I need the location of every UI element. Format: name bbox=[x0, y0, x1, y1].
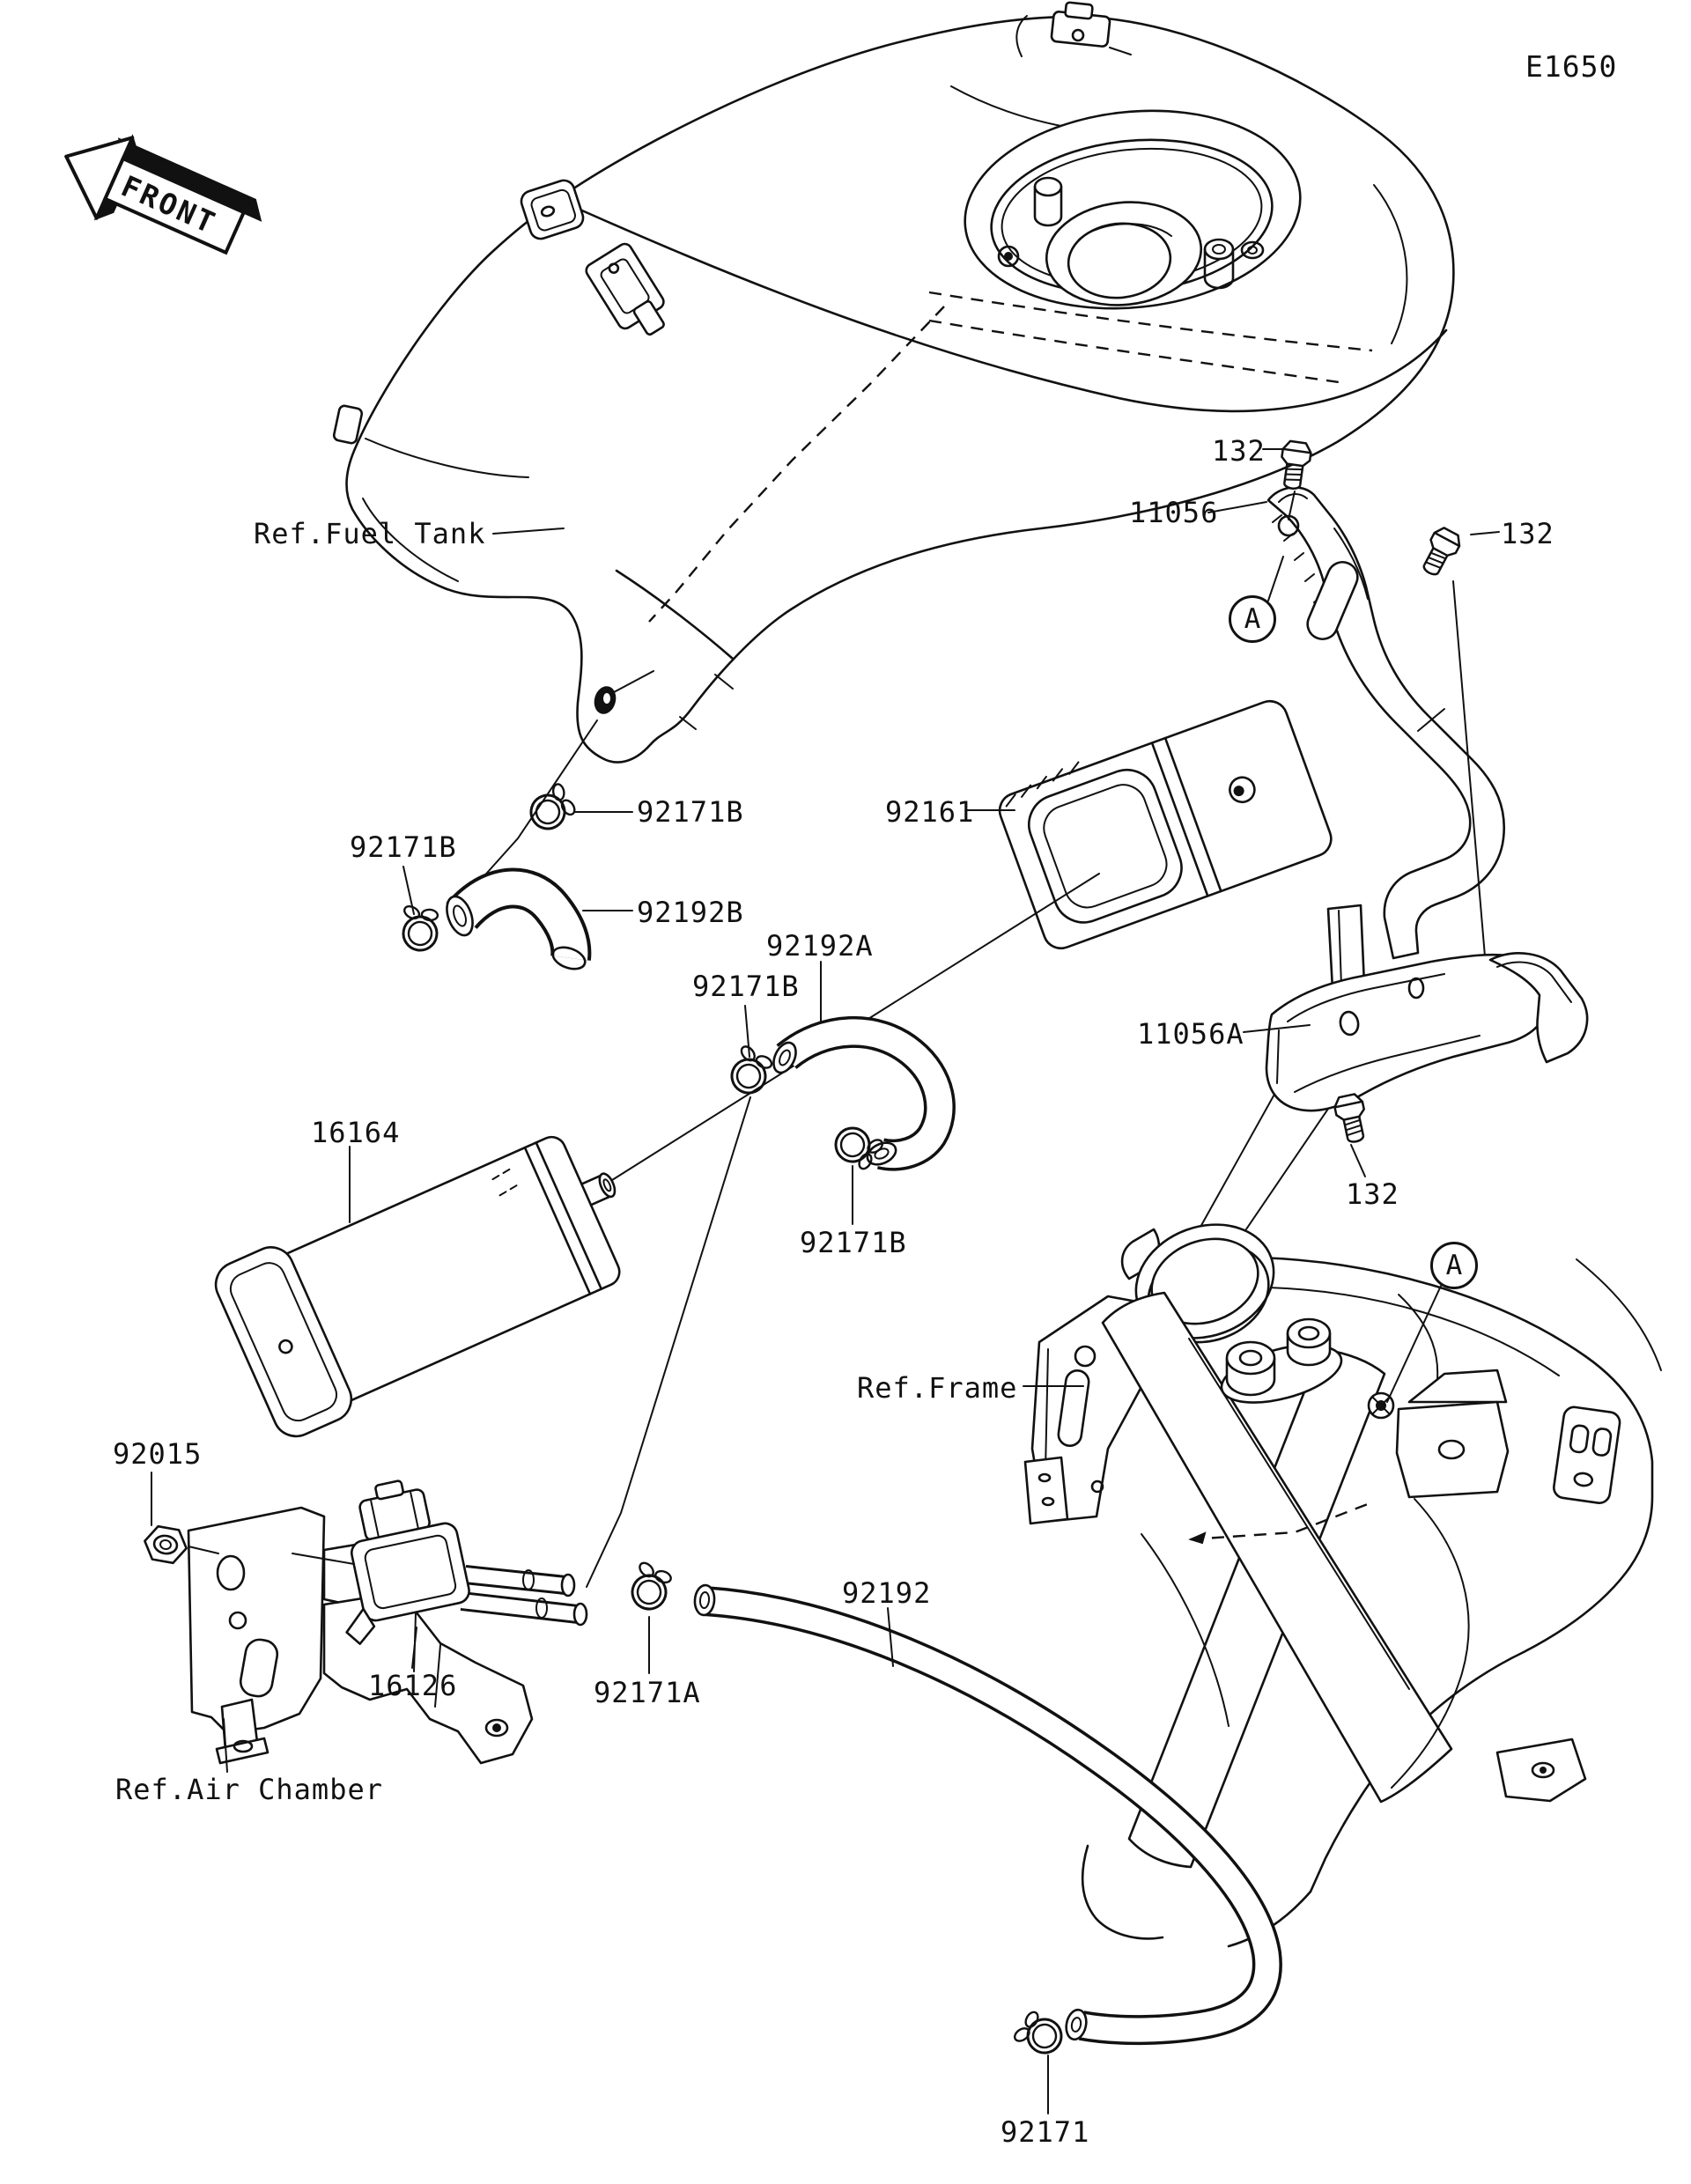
bracket-11056-art bbox=[1266, 486, 1505, 960]
detail-marker-a-2: A bbox=[1430, 1242, 1478, 1289]
ref-label-air-chamber: Ref.Air Chamber bbox=[115, 1773, 383, 1806]
part-callout-11056a: 11056A bbox=[1137, 1017, 1244, 1051]
part-callout-132-1: 132 bbox=[1212, 434, 1266, 468]
leader-bolt-top bbox=[1288, 491, 1296, 520]
fuel-tank-art bbox=[332, 1, 1455, 764]
clamp-92171b-2-art bbox=[387, 890, 454, 958]
part-callout-92171b-1: 92171B bbox=[637, 795, 744, 829]
tank-left-bracket-art bbox=[332, 179, 665, 445]
canister-16164-art bbox=[214, 1135, 621, 1438]
hose-92192a-art bbox=[772, 1015, 956, 1171]
assoc-line-outlet bbox=[479, 719, 598, 882]
clamp-92171b-1-art bbox=[526, 776, 585, 837]
part-callout-132-2: 132 bbox=[1501, 517, 1554, 550]
drawing-code: E1650 bbox=[1525, 49, 1618, 84]
part-callout-92171a: 92171A bbox=[594, 1676, 701, 1709]
clamp-92171a-art bbox=[621, 1552, 683, 1615]
bolt-132-right-art bbox=[1415, 523, 1465, 581]
part-callout-132-3: 132 bbox=[1346, 1177, 1399, 1211]
guard-11056a-art bbox=[1178, 904, 1589, 1288]
part-callout-92161: 92161 bbox=[885, 795, 975, 829]
front-arrow: FRONT bbox=[64, 134, 262, 255]
part-callout-92171b-4: 92171B bbox=[800, 1226, 907, 1259]
clamp-92171b-3-art bbox=[722, 1037, 782, 1098]
assoc-line-hose-valve bbox=[586, 1096, 751, 1588]
part-callout-92192a: 92192A bbox=[766, 929, 874, 963]
hose-92192-art bbox=[693, 1583, 1282, 2046]
clamp-92171-art bbox=[1007, 2003, 1066, 2060]
elbow-92192b-art bbox=[446, 867, 592, 970]
ref-label-fuel-tank: Ref.Fuel Tank bbox=[254, 517, 486, 550]
part-callout-92171b-3: 92171B bbox=[692, 970, 800, 1003]
part-callout-92192: 92192 bbox=[842, 1576, 932, 1610]
part-callout-11056: 11056 bbox=[1129, 496, 1219, 529]
valve-16126-art bbox=[345, 1479, 588, 1645]
leader-lines bbox=[151, 448, 1500, 2114]
detail-marker-a-1: A bbox=[1229, 595, 1276, 643]
bolt-132-bottom-art bbox=[1332, 1091, 1372, 1146]
part-callout-92015: 92015 bbox=[113, 1437, 203, 1471]
damper-92161-art bbox=[998, 699, 1333, 950]
filler-cap-art bbox=[950, 85, 1408, 344]
nut-92015-art bbox=[144, 1524, 188, 1565]
part-callout-92171b-2: 92171B bbox=[350, 830, 457, 864]
part-callout-92192b: 92192B bbox=[637, 896, 744, 929]
part-callout-92171: 92171 bbox=[1001, 2115, 1090, 2149]
ref-label-frame: Ref.Frame bbox=[857, 1371, 1018, 1405]
frame-art bbox=[1023, 1223, 1662, 1948]
tank-top-latch-art bbox=[1015, 1, 1132, 57]
leader-bolt-right bbox=[1452, 580, 1486, 957]
part-callout-16164: 16164 bbox=[311, 1116, 401, 1149]
part-callout-16126: 16126 bbox=[368, 1669, 458, 1702]
